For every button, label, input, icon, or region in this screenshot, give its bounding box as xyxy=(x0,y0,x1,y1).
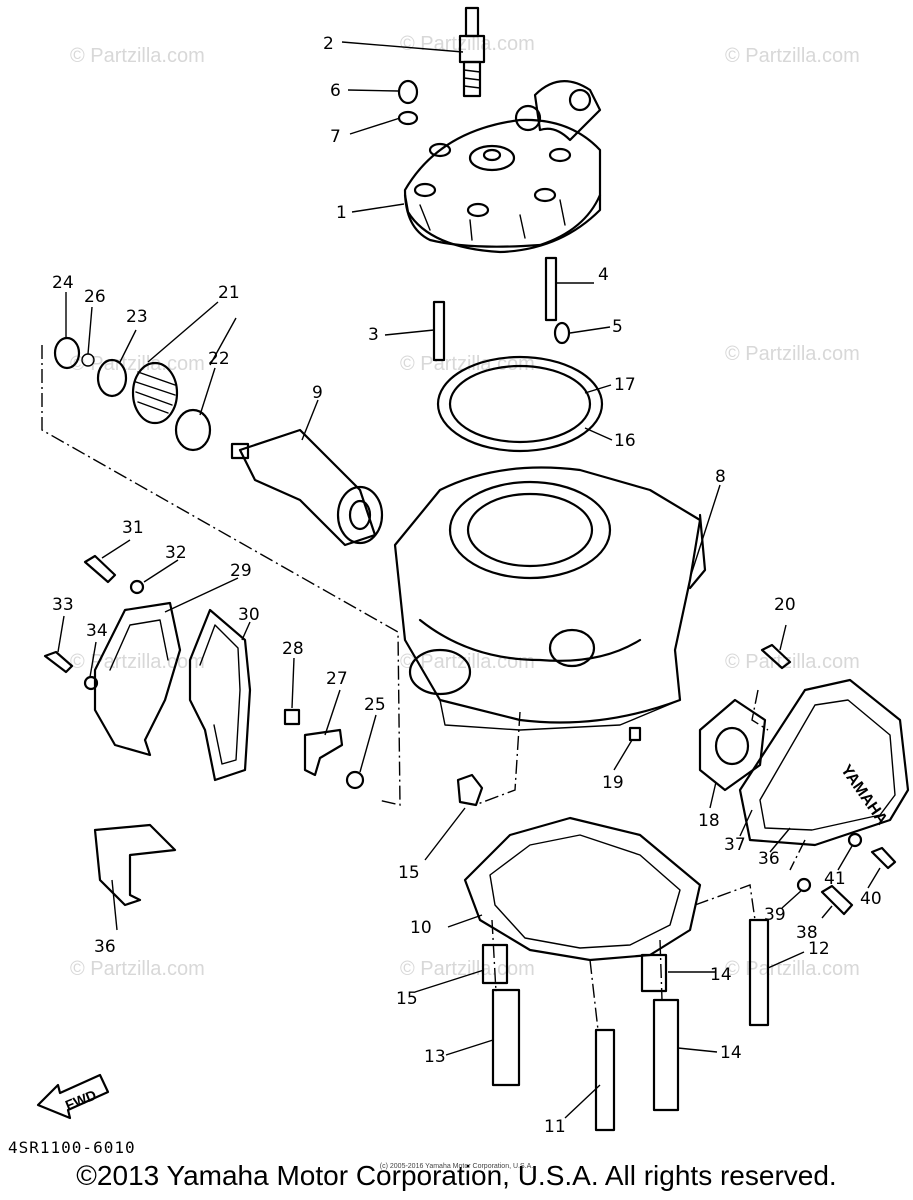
watermark: © Partzilla.com xyxy=(70,651,205,673)
callout-8: 8 xyxy=(715,467,726,487)
callout-19: 18 xyxy=(698,811,720,831)
valve-cover-left xyxy=(93,601,252,782)
head-gasket-outer xyxy=(436,355,604,453)
callout-38: 37 xyxy=(724,835,746,855)
callout-2: 2 xyxy=(323,34,334,54)
watermark: © Partzilla.com xyxy=(725,958,860,980)
side-cover: YAMAHA xyxy=(698,678,910,847)
cover-bolts xyxy=(43,554,145,691)
callout-17: 16 xyxy=(614,431,636,451)
washer xyxy=(397,110,419,126)
callout-26: 25 xyxy=(364,695,386,715)
fwd-arrow: FWD xyxy=(36,1073,110,1120)
callout-28: 27 xyxy=(326,669,348,689)
callout-29: 28 xyxy=(282,639,304,659)
head-studs xyxy=(432,256,571,362)
callout-9: 9 xyxy=(312,383,323,403)
bracket xyxy=(93,823,177,907)
callout-18: 17 xyxy=(614,375,636,395)
watermark: © Partzilla.com xyxy=(725,651,860,673)
callout-15: 15 xyxy=(396,989,418,1009)
head-gasket-inner xyxy=(448,364,592,444)
callout-3: 3 xyxy=(368,325,379,345)
watermark: © Partzilla.com xyxy=(70,45,205,67)
callout-23: 22 xyxy=(208,349,230,369)
flange-nut xyxy=(456,773,484,807)
callout-4: 4 xyxy=(598,265,609,285)
callout-39: 38 xyxy=(796,923,818,943)
spark-plug xyxy=(458,6,486,98)
power-valve xyxy=(230,428,384,547)
watermark: © Partzilla.com xyxy=(725,45,860,67)
callout-24: 23 xyxy=(126,307,148,327)
callout-32: 31 xyxy=(122,518,144,538)
callout-31: 30 xyxy=(238,605,260,625)
small-copyright: (c) 2005-2016 Yamaha Motor Corporation, … xyxy=(379,1163,534,1170)
linkage-parts xyxy=(283,708,365,790)
callout-33: 32 xyxy=(165,543,187,563)
side-cover-bolts xyxy=(760,643,897,916)
callout-20: 19 xyxy=(602,773,624,793)
callout-11: 11 xyxy=(544,1117,566,1137)
callout-22: 21 xyxy=(218,283,240,303)
callout-25: 24 xyxy=(52,273,74,293)
callout-34: 33 xyxy=(52,595,74,615)
cylinder xyxy=(393,466,707,731)
watermark: © Partzilla.com xyxy=(70,958,205,980)
callout-10: 10 xyxy=(410,918,432,938)
callout-13: 13 xyxy=(424,1047,446,1067)
callout-12: 12 xyxy=(808,939,830,959)
callout-1: 1 xyxy=(336,203,347,223)
cap-nut xyxy=(397,79,419,105)
watermark: © Partzilla.com xyxy=(70,353,205,375)
callout-15: 14 xyxy=(710,965,732,985)
callout-27: 26 xyxy=(84,287,106,307)
callout-41: 40 xyxy=(860,889,882,909)
leader-lines xyxy=(57,41,881,1119)
copyright-notice: ©2013 Yamaha Motor Corporation, U.S.A. A… xyxy=(76,1160,837,1191)
callout-14: 14 xyxy=(720,1043,742,1063)
diagram-code: 4SR1100-6010 xyxy=(8,1138,136,1157)
callout-16: 15 xyxy=(398,863,420,883)
callout-7: 7 xyxy=(330,127,341,147)
bleed-fitting xyxy=(628,726,642,742)
callout-42: 41 xyxy=(824,869,846,889)
fwd-label: FWD xyxy=(63,1086,99,1113)
valve-housing-parts xyxy=(53,336,212,452)
callout-40: 39 xyxy=(764,905,786,925)
watermark: © Partzilla.com xyxy=(400,958,535,980)
base-gasket xyxy=(463,816,702,962)
callout-5: 5 xyxy=(612,317,623,337)
callout-37: 36 xyxy=(758,849,780,869)
callout-36: 36 xyxy=(94,937,116,957)
callout-35: 34 xyxy=(86,621,108,641)
watermark: © Partzilla.com xyxy=(725,343,860,365)
callout-labels: 2 6 7 1 4 3 5 17 16 8 9 24 26 23 21 22 3… xyxy=(52,34,882,1137)
callout-21: 20 xyxy=(774,595,796,615)
callout-30: 29 xyxy=(230,561,252,581)
cylinder-head xyxy=(403,80,602,254)
base-studs xyxy=(481,918,770,1132)
callout-6: 6 xyxy=(330,81,341,101)
